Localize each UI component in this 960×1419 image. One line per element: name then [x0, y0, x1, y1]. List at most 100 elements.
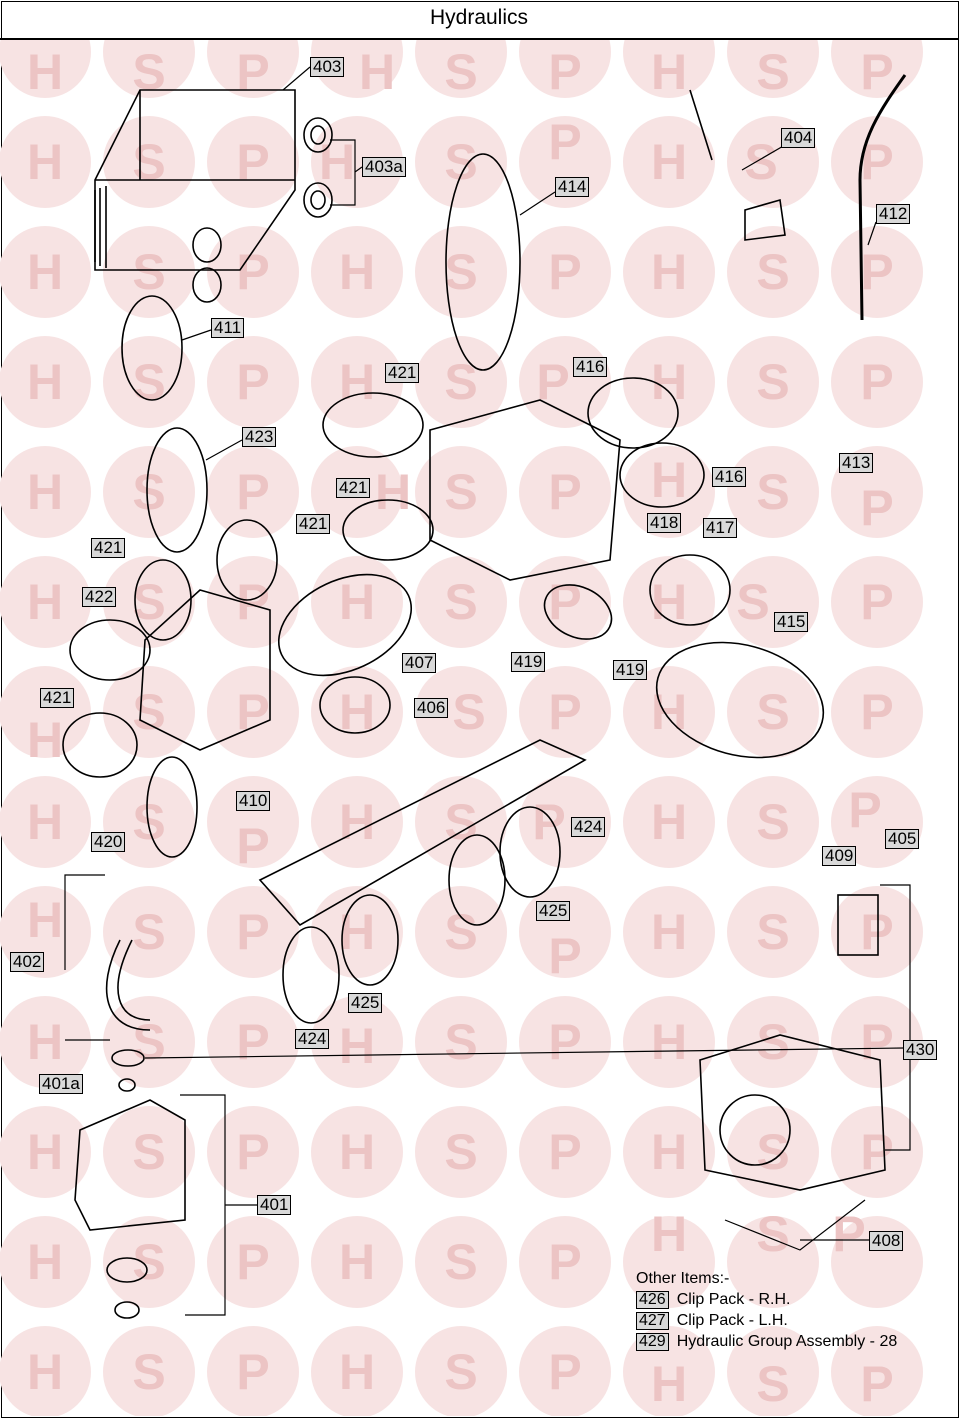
watermark-circle — [623, 226, 715, 318]
part-label[interactable]: 401a — [39, 1074, 83, 1094]
part-label[interactable]: 416 — [712, 467, 747, 487]
part-label[interactable]: 415 — [774, 612, 809, 632]
watermark-letter: S — [132, 1124, 165, 1180]
part-label[interactable]: 422 — [82, 587, 117, 607]
part-label[interactable]: 413 — [839, 453, 874, 473]
watermark-circle — [519, 1106, 611, 1198]
part-label[interactable]: 418 — [647, 513, 682, 533]
watermark-circle — [623, 40, 715, 98]
watermark-letter: S — [756, 1124, 789, 1180]
watermark-circle — [0, 1106, 91, 1198]
watermark-circle — [415, 996, 507, 1088]
watermark-letter: P — [548, 44, 581, 100]
watermark-letter: P — [860, 574, 893, 630]
watermark-circle — [311, 40, 403, 98]
part-label[interactable]: 430 — [903, 1040, 938, 1060]
watermark-circle — [519, 226, 611, 318]
watermark-circle — [415, 556, 507, 648]
pipe-412 — [858, 74, 907, 321]
watermark-circle — [311, 226, 403, 318]
part-label[interactable]: 408 — [869, 1231, 904, 1251]
leader-lines — [64, 66, 911, 1316]
part-label[interactable]: 411 — [211, 318, 245, 338]
part-label[interactable]: 404 — [781, 128, 816, 148]
watermark-letter: S — [444, 1124, 477, 1180]
part-label[interactable]: 421 — [91, 538, 126, 558]
watermark-circle — [519, 666, 611, 758]
part-label[interactable]: 405 — [885, 829, 920, 849]
part-label[interactable]: 421 — [296, 514, 331, 534]
part-label[interactable]: 419 — [613, 660, 648, 680]
watermark-circle — [207, 116, 299, 208]
part-label[interactable]: 402 — [10, 952, 45, 972]
part-label[interactable]: 424 — [571, 817, 606, 837]
watermark-circle — [0, 336, 91, 428]
watermark-letter: H — [651, 354, 687, 410]
watermark-letter: P — [236, 1014, 269, 1070]
part-label[interactable]: 421 — [40, 688, 75, 708]
watermark-letter: H — [27, 1014, 63, 1070]
part-label[interactable]: 403a — [362, 157, 406, 177]
part-label[interactable]: 425 — [348, 993, 383, 1013]
watermark-letter: P — [548, 114, 581, 170]
watermark-letter: H — [27, 574, 63, 630]
part-label[interactable]: 423 — [242, 427, 277, 447]
part-label[interactable]: 419 — [511, 652, 546, 672]
part-label[interactable]: 403 — [310, 57, 345, 77]
watermark-circle — [103, 336, 195, 428]
seals-403a — [192, 117, 333, 303]
part-label[interactable]: 407 — [402, 653, 437, 673]
watermark-letter: P — [236, 354, 269, 410]
part-label[interactable]: 412 — [876, 204, 911, 224]
watermark-letter: H — [651, 1356, 687, 1412]
part-label[interactable]: 401 — [257, 1195, 292, 1215]
watermark-letter: P — [860, 354, 893, 410]
watermark-circle — [0, 40, 91, 98]
watermark-letter: S — [756, 244, 789, 300]
watermark-letter: H — [651, 1014, 687, 1070]
watermark-letter: H — [339, 1344, 375, 1400]
watermark-circle — [727, 666, 819, 758]
watermark-letter: P — [860, 1356, 893, 1412]
part-label[interactable]: 409 — [822, 846, 857, 866]
part-label[interactable]: 421 — [336, 478, 371, 498]
watermark-circle — [831, 556, 923, 648]
watermark-circle — [415, 1326, 507, 1416]
watermark-letter: H — [27, 244, 63, 300]
watermark-circle — [415, 1106, 507, 1198]
part-label[interactable]: 424 — [295, 1029, 330, 1049]
watermark-letter: P — [236, 818, 269, 874]
watermark-circle — [727, 886, 819, 978]
other-item[interactable]: 429 Hydraulic Group Assembly - 28 — [636, 1331, 897, 1352]
watermark-circle — [519, 776, 611, 868]
part-label[interactable]: 414 — [555, 177, 590, 197]
watermark-letter: S — [132, 244, 165, 300]
watermark-circle — [207, 666, 299, 758]
other-item-text: Clip Pack - L.H. — [676, 1312, 788, 1329]
plate-gasket — [258, 739, 587, 927]
part-label[interactable]: 421 — [385, 363, 420, 383]
watermark-letter: H — [27, 134, 63, 190]
part-label[interactable]: 425 — [536, 901, 571, 921]
group-oval-422 — [69, 619, 151, 681]
part-label[interactable]: 416 — [573, 357, 608, 377]
other-item-number: 429 — [636, 1333, 669, 1351]
part-label[interactable]: 417 — [703, 518, 738, 538]
part-label[interactable]: 406 — [414, 698, 449, 718]
watermark-circle — [519, 556, 611, 648]
watermark-circle — [415, 1216, 507, 1308]
watermark-letter: S — [756, 354, 789, 410]
part-label[interactable]: 420 — [91, 832, 126, 852]
watermark-letter: S — [444, 464, 477, 520]
part-label[interactable]: 410 — [236, 791, 271, 811]
watermark-letter: H — [359, 44, 395, 100]
other-item-text: Hydraulic Group Assembly - 28 — [676, 1333, 898, 1350]
watermark-letter: P — [848, 782, 881, 838]
watermark-letter: H — [339, 354, 375, 410]
watermark-letter: P — [236, 1124, 269, 1180]
watermark-circle — [727, 1326, 819, 1416]
